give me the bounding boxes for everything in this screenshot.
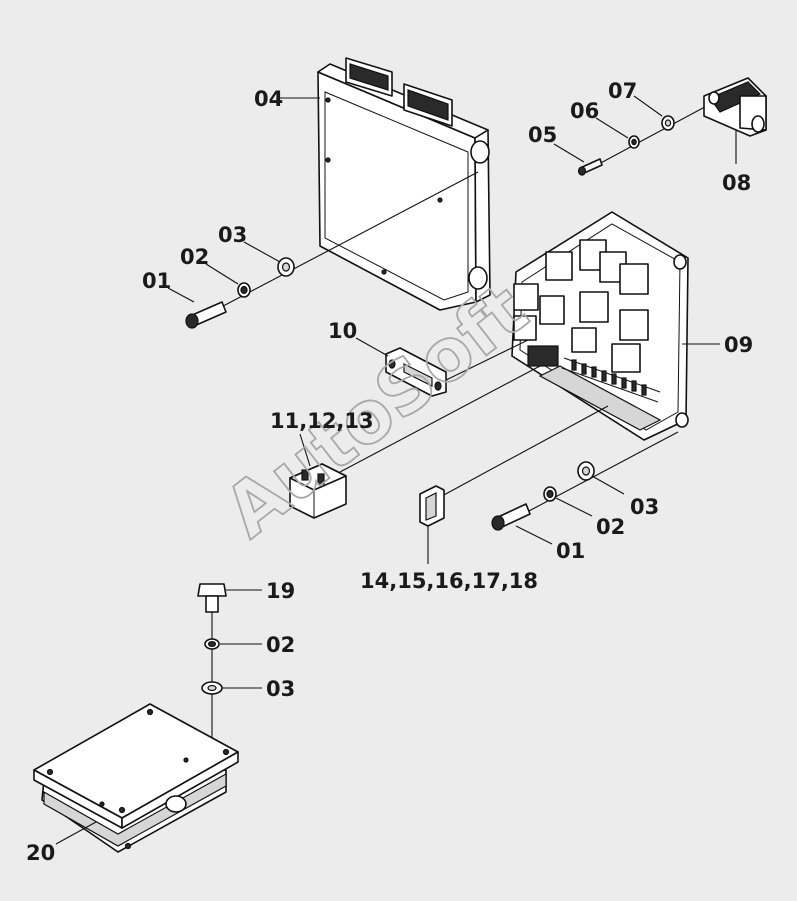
part-07-washer	[661, 115, 675, 131]
callout-08: 08	[722, 171, 751, 195]
callout-02-bottom: 02	[266, 633, 295, 657]
callout-09: 09	[724, 333, 753, 357]
part-10-bracket	[385, 339, 529, 397]
callout-labels: 01 02 03 04 05 06 07 08 09 10 11,12,13 1…	[26, 79, 753, 865]
callout-03-right: 03	[630, 495, 659, 519]
callout-06: 06	[570, 99, 599, 123]
part-02-washer-right	[543, 486, 557, 502]
callout-leaders	[55, 95, 737, 845]
part-04-ecu-module	[317, 57, 491, 311]
part-06-washer	[628, 135, 640, 149]
part-05-screw	[577, 101, 715, 176]
part-03-washer-right	[577, 461, 595, 481]
part-03-washer-top	[277, 257, 295, 277]
callout-19: 19	[266, 579, 295, 603]
part-02-washer-top	[237, 282, 251, 298]
callout-07: 07	[608, 79, 637, 103]
callout-02-right: 02	[596, 515, 625, 539]
callout-04: 04	[254, 87, 283, 111]
part-01-bolt-top	[185, 171, 479, 329]
callout-01-right: 01	[556, 539, 585, 563]
callout-01-top: 01	[142, 269, 171, 293]
watermark-text: AutoSoft	[209, 267, 543, 554]
callout-20: 20	[26, 841, 55, 865]
part-14-18-fuse	[419, 405, 609, 527]
callout-11-12-13: 11,12,13	[270, 409, 374, 433]
part-19-bolt	[197, 583, 227, 740]
callout-10: 10	[328, 319, 357, 343]
part-01-bolt-right	[491, 431, 679, 531]
part-02-washer-bottom	[204, 638, 220, 650]
part-09-relay-box	[511, 211, 689, 441]
callout-03-bottom: 03	[266, 677, 295, 701]
callout-14-18: 14,15,16,17,18	[360, 569, 538, 593]
callout-03-top: 03	[218, 223, 247, 247]
part-11-13-relay	[289, 365, 541, 519]
part-20-controller-plate	[33, 703, 239, 853]
callout-02-top: 02	[180, 245, 209, 269]
part-08-connector-block	[703, 77, 767, 137]
part-03-washer-bottom	[201, 681, 223, 695]
callout-05: 05	[528, 123, 557, 147]
fuse-row	[561, 357, 661, 403]
